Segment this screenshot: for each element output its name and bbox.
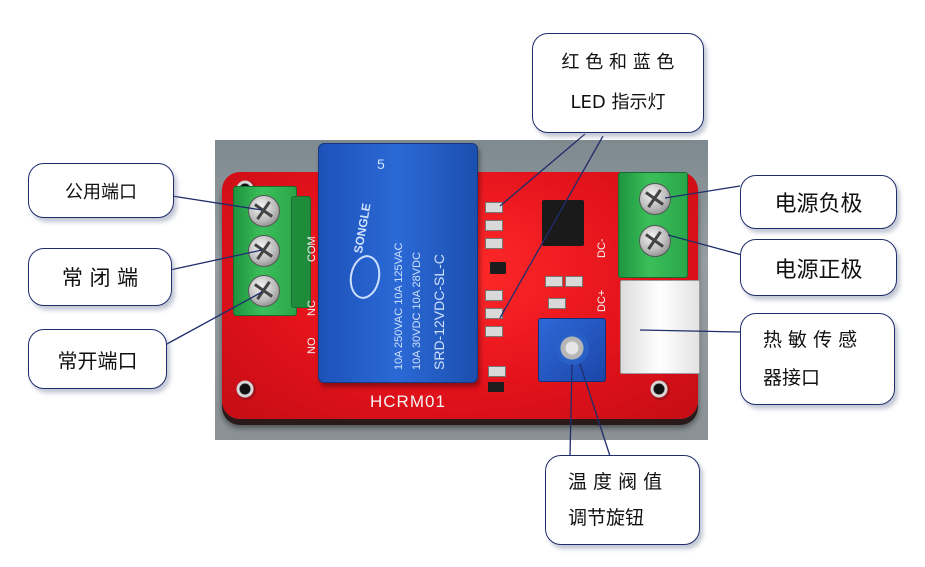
resistor [545,276,563,287]
thermistor-connector [620,280,700,374]
callout-threshold-knob: 温 度 阀 值 调节旋钮 [545,455,700,545]
led-chip [485,220,503,231]
leader-common [171,195,263,211]
screw-dc-minus [639,183,671,215]
screw-com [248,195,280,227]
resistor [485,290,503,301]
callout-thermal-line1: 热 敏 传 感 [763,329,858,351]
screw-nc [248,235,280,267]
board-model: HCRM01 [370,392,446,411]
leader-nc [169,249,263,271]
transistor [490,262,506,274]
resistor [565,276,583,287]
leader-led-red [499,133,586,207]
power-terminal [618,172,688,278]
callout-common-port: 公用端口 [28,163,174,218]
relay: 5 SONGLE 10A 250VAC 10A 125VAC 10A 30VDC… [318,143,478,383]
callout-power-negative-text: 电源负极 [774,192,863,217]
callout-common-port-text: 公用端口 [65,181,137,203]
leader-power-neg [664,185,741,199]
callout-power-positive-text: 电源正极 [774,257,863,283]
callout-power-positive: 电源正极 [740,239,897,296]
leader-led-blue [499,135,604,319]
terminal-side [291,196,311,308]
leader-knob-a [569,363,573,457]
resistor [488,366,506,377]
resistor [548,298,566,309]
diode [488,382,504,392]
relay-number: 5 [377,156,385,172]
callout-thermal-line2: 器接口 [763,367,821,389]
screw-no [248,275,280,307]
callout-knob-line2: 调节旋钮 [568,507,645,529]
mount-hole [236,380,256,400]
callout-no-port-text: 常开端口 [57,348,138,373]
callout-led-indicator: 红 色 和 蓝 色 LED 指示灯 [532,33,704,133]
potentiometer-knob-icon [555,331,589,365]
leader-power-pos [667,234,743,256]
callout-thermal-port: 热 敏 传 感 器接口 [740,313,895,405]
leader-thermal [639,329,741,333]
resistor [485,326,503,337]
leader-no [164,291,263,346]
callout-knob-line1: 温 度 阀 值 [568,471,663,493]
callout-nc-port: 常 闭 端 [28,248,172,306]
screw-dc-plus [639,225,671,257]
callout-led-line2: LED 指示灯 [570,92,666,113]
leader-knob-b [579,363,611,457]
led-chip [485,238,503,249]
callout-no-port: 常开端口 [28,329,167,389]
callout-led-line1: 红 色 和 蓝 色 [561,52,675,73]
callout-nc-port-text: 常 闭 端 [61,266,139,290]
callout-power-negative: 电源负极 [740,175,897,229]
mount-hole [650,380,670,400]
led-chip [485,202,503,213]
